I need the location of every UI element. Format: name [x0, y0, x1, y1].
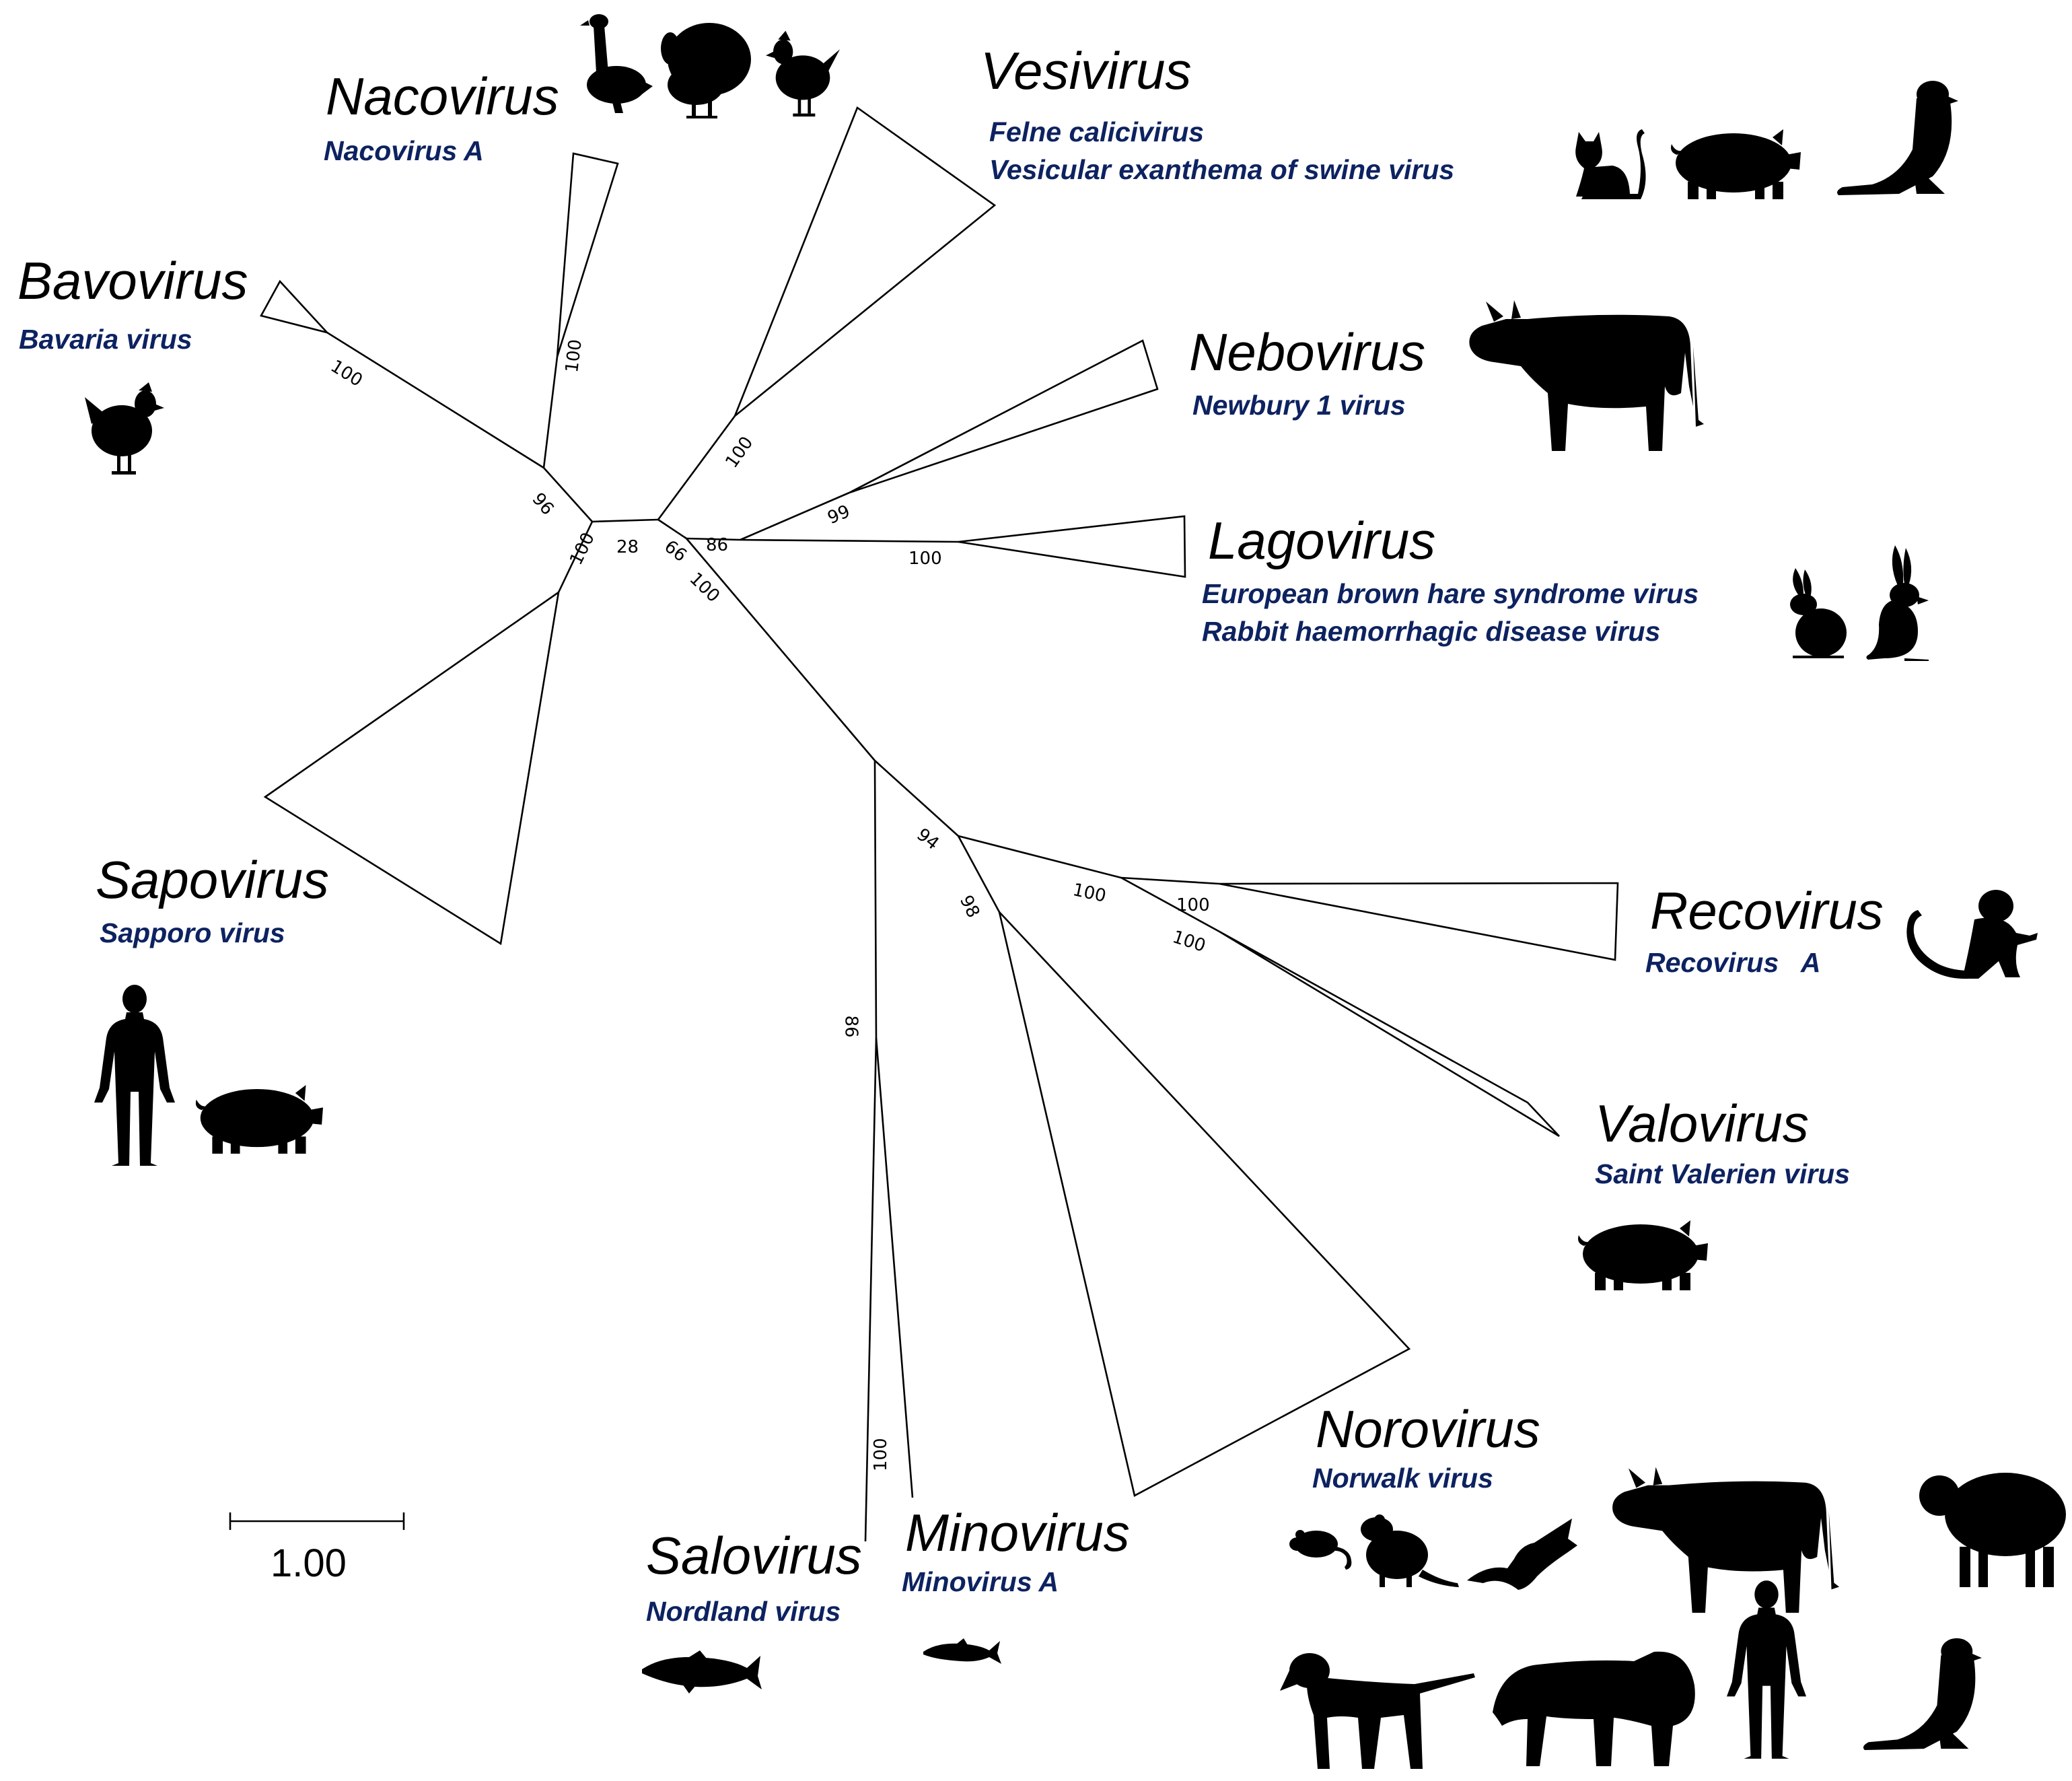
genus-label-lagovirus: Lagovirus	[1208, 511, 1436, 570]
species-label: Rabbit haemorrhagic disease virus	[1202, 616, 1661, 647]
branch-reco-valo-node	[958, 835, 1122, 879]
branch-nebovirus	[740, 491, 850, 541]
turkey-icon	[655, 18, 756, 118]
lion-icon	[1493, 1645, 1701, 1768]
species-label: Norwalk virus	[1312, 1463, 1493, 1494]
triangle-bavovirus	[260, 279, 330, 335]
species-label: Recovirus A	[1645, 947, 1821, 978]
bat-icon	[1467, 1518, 1577, 1591]
triangle-valovirus	[1219, 930, 1560, 1138]
pig-icon	[192, 1081, 324, 1159]
genus-label-minovirus: Minovirus	[905, 1503, 1130, 1562]
sheep-icon	[1918, 1466, 2067, 1590]
genus-label-vesivirus: Vesivirus	[980, 41, 1192, 100]
triangle-sapovirus	[263, 590, 560, 946]
bootstrap-label: 86	[841, 1015, 861, 1038]
triangle-lagovirus	[958, 515, 1186, 578]
bootstrap-label: 100	[908, 549, 942, 569]
triangle-vesivirus	[732, 106, 997, 419]
sea-lion-icon	[1832, 75, 1960, 197]
chicken-icon	[766, 27, 840, 120]
branch-vesivirus	[657, 415, 736, 520]
genus-label-valovirus: Valovirus	[1595, 1094, 1809, 1153]
hare-icon	[1864, 544, 1938, 661]
salmon-icon	[642, 1649, 762, 1693]
sea-lion-icon	[1847, 1633, 1995, 1751]
genus-label-recovirus: Recovirus	[1650, 881, 1884, 940]
rabbit-icon	[1783, 567, 1848, 658]
scale-bar-line	[229, 1512, 405, 1530]
branch-norovirus	[957, 835, 1001, 913]
species-label: Minovirus A	[902, 1566, 1059, 1597]
rat-icon	[1353, 1514, 1460, 1597]
triangle-nacovirus	[556, 152, 619, 357]
species-label: Newbury 1 virus	[1192, 390, 1406, 421]
branch-sapovirus	[557, 521, 594, 593]
human-icon	[1725, 1579, 1808, 1761]
branch-salo-mino-node	[873, 760, 878, 1039]
branch-bavovirus	[326, 331, 544, 469]
cow-icon	[1467, 292, 1704, 454]
goose-icon	[580, 12, 653, 113]
pig-icon	[1668, 128, 1802, 202]
branch-node-66	[657, 518, 687, 540]
bootstrap-label: 100	[562, 338, 586, 374]
pig-icon	[1575, 1218, 1709, 1294]
bootstrap-label: 86	[706, 535, 729, 555]
branch-node-94	[874, 760, 959, 837]
branch-recovirus	[1120, 876, 1220, 885]
species-label: Vesicular exanthema of swine virus	[989, 154, 1455, 185]
cow-icon	[1608, 1459, 1840, 1615]
branch-nebo-lago-node	[686, 537, 741, 541]
species-label: Nordland virus	[646, 1596, 841, 1627]
branch-lower	[686, 538, 876, 761]
branch-salovirus	[864, 1037, 878, 1542]
mouse-icon	[1289, 1529, 1355, 1571]
triangle-recovirus	[1219, 882, 1619, 961]
branch-minovirus	[875, 1037, 914, 1498]
monkey-icon	[1904, 886, 2039, 980]
genus-label-norovirus: Norovirus	[1316, 1399, 1540, 1459]
genus-label-salovirus: Salovirus	[646, 1526, 862, 1585]
genus-label-bavovirus: Bavovirus	[17, 251, 248, 310]
species-label: European brown hare syndrome virus	[1202, 578, 1699, 609]
species-label: Sapporo virus	[100, 917, 285, 948]
scale-bar-label: 1.00	[271, 1541, 347, 1585]
branch-root	[592, 518, 659, 523]
minnow-icon	[923, 1636, 1001, 1668]
dog-icon	[1280, 1650, 1475, 1772]
species-label: Saint Valerien virus	[1595, 1158, 1851, 1189]
chicken-icon	[85, 377, 166, 478]
human-icon	[93, 984, 176, 1167]
bootstrap-label: 100	[1176, 895, 1210, 915]
genus-label-nebovirus: Nebovirus	[1189, 322, 1426, 382]
species-label: Felne calicivirus	[989, 116, 1205, 147]
branch-bavo-naco-node	[543, 467, 593, 522]
species-label: Bavaria virus	[19, 324, 192, 355]
cat-icon	[1568, 127, 1649, 201]
genus-label-sapovirus: Sapovirus	[96, 850, 329, 909]
species-label: Nacovirus A	[324, 135, 484, 166]
branch-valovirus	[1120, 876, 1220, 933]
bootstrap-label: 100	[871, 1438, 891, 1471]
bootstrap-label: 28	[616, 537, 639, 557]
genus-label-nacovirus: Nacovirus	[326, 67, 559, 126]
branch-lagovirus	[740, 538, 959, 543]
branch-nacovirus	[542, 356, 559, 468]
triangle-nebovirus	[849, 339, 1159, 494]
triangle-norovirus	[997, 909, 1411, 1497]
